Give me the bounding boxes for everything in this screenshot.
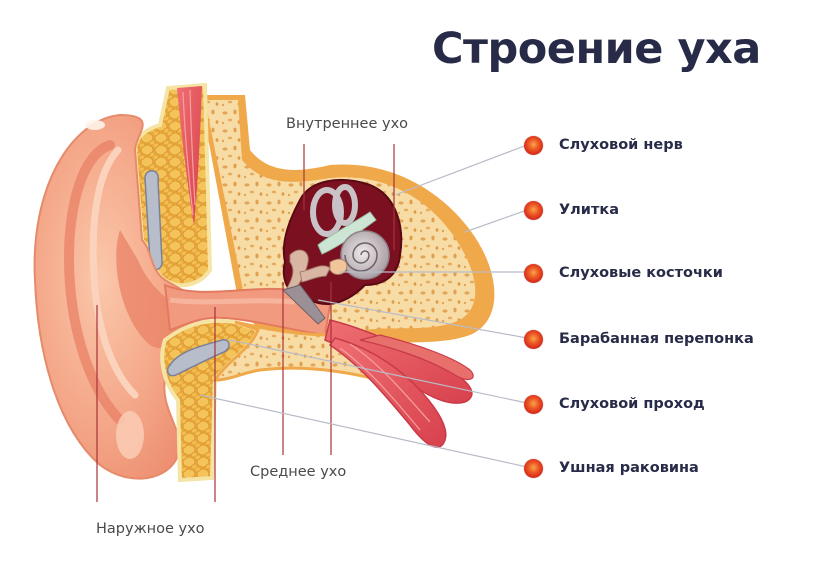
legend-label: Слуховой проход bbox=[559, 396, 705, 412]
legend-label: Барабанная перепонка bbox=[559, 331, 754, 347]
legend-item-auricle: Ушная раковина bbox=[524, 457, 699, 479]
red-dot-bullet-icon bbox=[524, 135, 543, 155]
semicircular-canals bbox=[310, 184, 358, 237]
red-dot-bullet-icon bbox=[524, 263, 543, 283]
legend-label: Ушная раковина bbox=[559, 460, 699, 476]
muscle-middle bbox=[359, 334, 474, 381]
auricular-muscle bbox=[177, 86, 202, 225]
red-dot-bullet-icon bbox=[524, 394, 543, 414]
lower-cartilage-strip bbox=[166, 339, 230, 377]
cochlea bbox=[340, 230, 390, 280]
vestibular-nerve bbox=[317, 211, 377, 255]
page-title: Строение уха bbox=[432, 24, 761, 74]
region-leader-lines bbox=[96, 144, 395, 502]
ear-canal bbox=[163, 283, 332, 337]
legend-item-ear-canal: Слуховой проход bbox=[524, 393, 705, 415]
red-dot-bullet-icon bbox=[524, 458, 543, 478]
red-dot-bullet-icon bbox=[524, 200, 543, 220]
region-label-inner-ear: Внутреннее ухо bbox=[286, 116, 409, 132]
helix bbox=[64, 140, 125, 425]
legend-label: Слуховой нерв bbox=[559, 137, 683, 153]
red-dot-bullet-icon bbox=[524, 329, 543, 349]
region-label-middle-ear: Среднее ухо bbox=[250, 464, 347, 480]
legend-item-cochlea: Улитка bbox=[524, 199, 619, 221]
legend-label: Улитка bbox=[559, 202, 619, 218]
ossicles bbox=[285, 249, 348, 293]
legend-item-ossicles: Слуховые косточки bbox=[524, 262, 723, 284]
legend-leader-lines bbox=[199, 144, 528, 468]
tympanic-membrane bbox=[282, 284, 326, 325]
legend-item-eardrum: Барабанная перепонка bbox=[524, 328, 754, 350]
region-label-outer-ear: Наружное ухо bbox=[96, 521, 205, 537]
legend-item-auditory-nerve: Слуховой нерв bbox=[524, 134, 683, 156]
legend-label: Слуховые косточки bbox=[559, 265, 723, 281]
